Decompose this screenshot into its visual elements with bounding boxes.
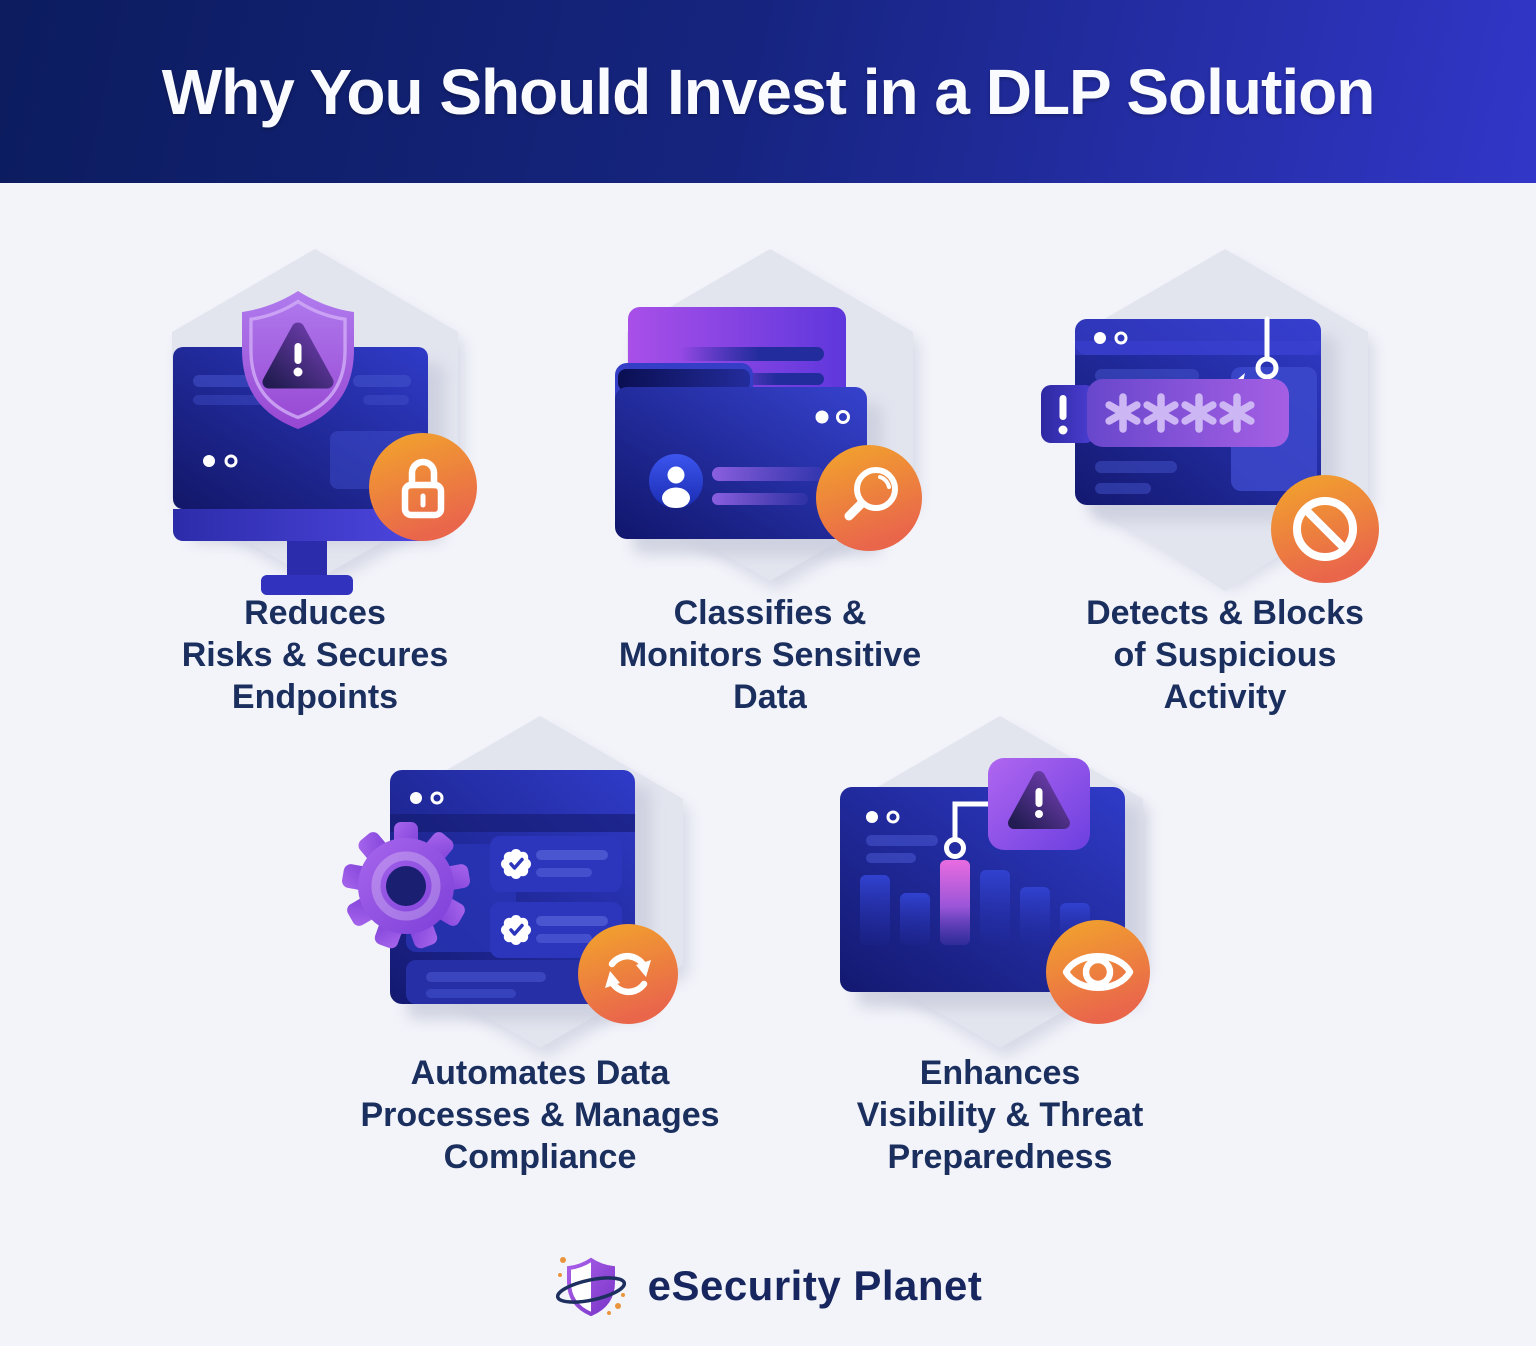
feature-label-detect-block: Detects & Blocks of Suspicious Activity: [1086, 594, 1364, 716]
bar-chart-icon: [860, 860, 1090, 945]
brand-logo: eSecurity Planet: [0, 1248, 1536, 1324]
eye-icon: [1062, 953, 1134, 991]
shield-mark: [566, 1257, 615, 1317]
esecurity-planet-shield-icon: [555, 1257, 626, 1317]
feature-enhance-visibility: [800, 702, 1200, 1102]
magnifier-icon: [844, 467, 898, 521]
gear-icon: [341, 822, 471, 949]
block-icon: [1293, 497, 1357, 561]
sync-badge: [578, 924, 678, 1024]
visibility-badge: [1046, 920, 1150, 1024]
brand-wordmark: eSecurity Planet: [647, 1262, 983, 1309]
feature-detect-block: [1025, 235, 1425, 635]
block-badge: [1271, 475, 1379, 583]
feature-classify-monitor: [570, 235, 970, 635]
monitor-shield-alert-illustration: [172, 249, 477, 595]
connector-line: [944, 801, 988, 859]
checklist-row: [490, 836, 622, 892]
password-field-icon: [1041, 379, 1289, 447]
avatar: [649, 454, 703, 508]
alert-card-icon: [988, 758, 1090, 850]
id-cards-stack-illustration: [615, 249, 922, 591]
feature-label-reduce-risks: Reduces Risks & Secures Endpoints: [181, 594, 449, 716]
shield-alert-icon: [242, 291, 354, 429]
feature-label-automate-compliance: Automates Data Processes & Manages Compl…: [360, 1054, 720, 1176]
settings-window-illustration: [341, 716, 689, 1058]
warning-triangle-icon: [262, 322, 334, 389]
lock-badge: [369, 433, 477, 541]
lock-icon: [401, 458, 445, 519]
sync-icon: [605, 952, 651, 996]
badge-check-icon: [501, 915, 531, 945]
front-card-icon: [615, 363, 867, 539]
orbit-ring: [555, 1276, 626, 1304]
search-badge: [816, 445, 922, 551]
badge-check-icon: [501, 849, 531, 879]
page-title: Why You Should Invest in a DLP Solution: [161, 55, 1376, 128]
analytics-alert-illustration: [840, 716, 1150, 1058]
password-asterisks: [1105, 393, 1255, 433]
feature-label-classify-monitor: Classifies & Monitors Sensitive Data: [618, 594, 922, 716]
browser-phishing-illustration: [1041, 249, 1379, 591]
header-band: Why You Should Invest in a DLP Solution: [0, 0, 1536, 183]
feature-reduce-risks: [115, 235, 515, 635]
feature-automate-compliance: [340, 702, 740, 1102]
warning-triangle-icon: [1008, 771, 1070, 829]
feature-label-enhance-visibility: Enhances Visibility & Threat Preparednes…: [856, 1054, 1144, 1176]
